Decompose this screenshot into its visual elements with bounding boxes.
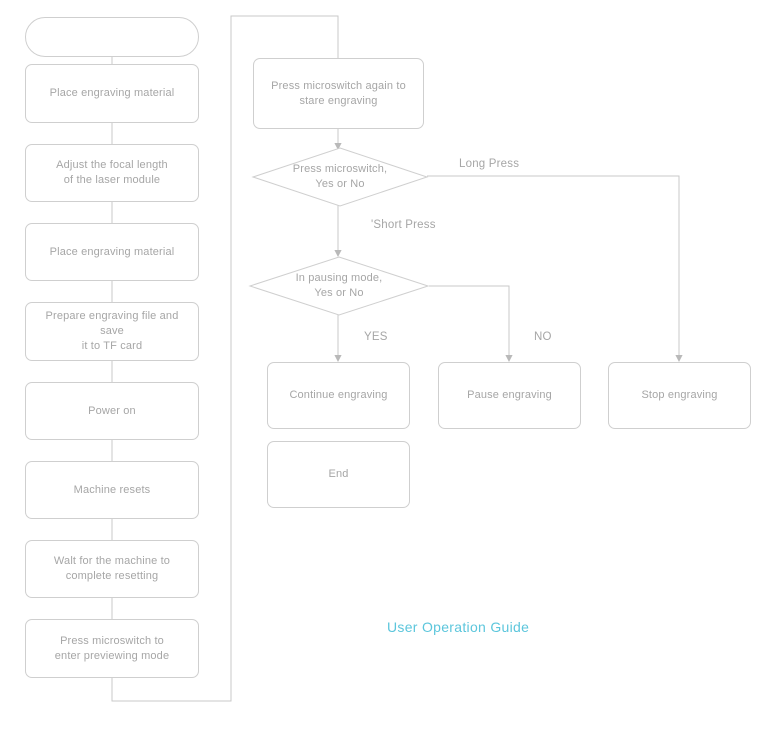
decision-press-microswitch-label: Press microswitch, Yes or No	[292, 163, 388, 190]
edge-label-no: NO	[534, 331, 552, 343]
node-adjust-focal-length[interactable]: Adjust the focal length of the laser mod…	[25, 144, 199, 202]
edge-label-yes: YES	[364, 331, 388, 343]
connector-no-to-pause	[429, 285, 510, 357]
node-pause-engraving[interactable]: Pause engraving	[438, 362, 581, 429]
edge-label-long-press: Long Press	[459, 158, 520, 170]
arrowhead-decision2	[334, 250, 342, 257]
node-place-material-2[interactable]: Place engraving material	[25, 223, 199, 281]
decision-press-microswitch-shape	[251, 147, 429, 207]
node-pause-engraving-label: Pause engraving	[467, 389, 552, 401]
node-continue-engraving-label: Continue engraving	[289, 389, 388, 401]
node-place-material-2-label: Place engraving material	[49, 245, 175, 258]
node-press-microswitch-preview[interactable]: Press microswitch to enter previewing mo…	[25, 619, 199, 678]
node-end[interactable]: End	[267, 441, 410, 508]
node-stop-engraving[interactable]: Stop engraving	[608, 362, 751, 429]
node-stop-engraving-label: Stop engraving	[641, 389, 718, 401]
decision-in-pausing-mode-label: In pausing mode, Yes or No	[295, 272, 383, 299]
node-machine-resets[interactable]: Machine resets	[25, 461, 199, 519]
node-prepare-file-label: Prepare engraving file and save it to TF…	[45, 310, 179, 352]
node-continue-engraving[interactable]: Continue engraving	[267, 362, 410, 429]
node-power-on[interactable]: Power on	[25, 382, 199, 440]
node-start-engraving[interactable]: Press microswitch again to stare engravi…	[253, 58, 424, 129]
node-press-microswitch-preview-label: Press microswitch to enter previewing mo…	[54, 634, 170, 662]
connector-longpress-to-stop	[427, 175, 680, 357]
arrowhead-stop-engraving	[675, 355, 683, 362]
node-place-material-1-label: Place engraving material	[49, 87, 175, 99]
node-start[interactable]	[25, 17, 199, 57]
arrowhead-pause-engraving	[505, 355, 513, 362]
node-power-on-label: Power on	[88, 404, 136, 417]
node-wait-for-reset-label: Walt for the machine to complete resetti…	[53, 555, 171, 582]
node-wait-for-reset[interactable]: Walt for the machine to complete resetti…	[25, 540, 199, 598]
diagram-caption: User Operation Guide	[387, 619, 530, 635]
node-adjust-focal-length-label: Adjust the focal length of the laser mod…	[56, 159, 168, 186]
edge-label-short-press: 'Short Press	[371, 219, 436, 231]
node-start-engraving-label: Press microswitch again to stare engravi…	[271, 79, 406, 107]
node-place-material-1[interactable]: Place engraving material	[25, 64, 199, 123]
decision-in-pausing-mode[interactable]: In pausing mode, Yes or No	[248, 256, 430, 316]
node-prepare-file[interactable]: Prepare engraving file and save it to TF…	[25, 302, 199, 361]
node-end-label: End	[328, 468, 349, 480]
arrowhead-continue-engraving	[334, 355, 342, 362]
node-machine-resets-label: Machine resets	[73, 483, 151, 496]
decision-press-microswitch[interactable]: Press microswitch, Yes or No	[251, 147, 429, 207]
decision-in-pausing-mode-shape	[248, 256, 430, 316]
